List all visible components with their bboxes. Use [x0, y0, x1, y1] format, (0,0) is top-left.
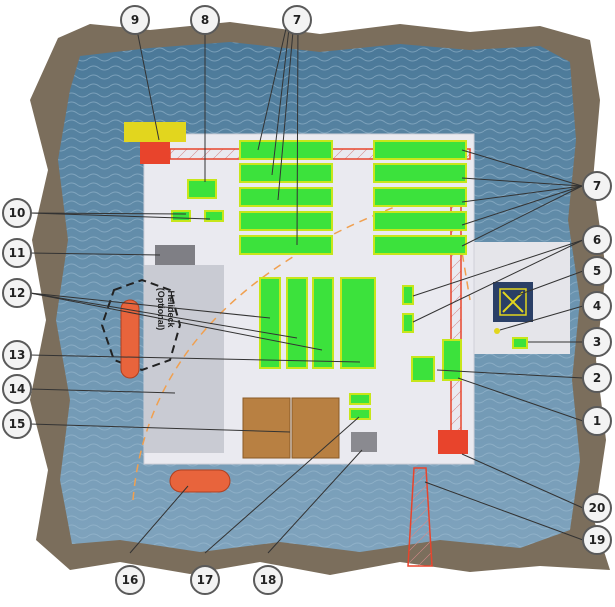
callout-9: 9	[120, 5, 150, 35]
callout-7-top: 7	[282, 5, 312, 35]
helipad	[493, 282, 533, 322]
callout-6: 6	[582, 225, 612, 255]
leader-lines	[29, 19, 584, 554]
gray-box-generator	[155, 245, 195, 265]
crane-right	[438, 199, 468, 454]
callout-11: 11	[2, 238, 32, 268]
communication-tower	[407, 467, 433, 567]
helideck-label-line1: Helideck	[166, 290, 176, 328]
callout-8: 8	[190, 5, 220, 35]
callout-18: 18	[253, 565, 283, 595]
callout-17: 17	[190, 565, 220, 595]
small-modules	[171, 179, 528, 420]
callout-15: 15	[2, 409, 32, 439]
modules-top-left	[239, 140, 333, 255]
callout-20: 20	[582, 493, 612, 523]
modules-center	[259, 277, 376, 369]
callout-7-right: 7	[582, 171, 612, 201]
storage-containers	[242, 397, 340, 459]
callout-5: 5	[582, 256, 612, 286]
callout-2: 2	[582, 363, 612, 393]
helideck-outline	[100, 278, 182, 372]
callout-16: 16	[115, 565, 145, 595]
lifeboat-left	[120, 299, 140, 379]
callout-3: 3	[582, 327, 612, 357]
lifeboat-bottom	[169, 469, 231, 493]
crane-radius-arc	[132, 204, 401, 501]
helideck-label-line2: (Optional)	[156, 287, 166, 331]
helideck-label: Helideck (Optional)	[156, 277, 176, 341]
modules-top-right	[373, 140, 467, 255]
callout-14: 14	[2, 374, 32, 404]
beacon-dot	[494, 328, 500, 334]
callout-10: 10	[2, 198, 32, 228]
callout-1: 1	[582, 406, 612, 436]
callout-4: 4	[582, 291, 612, 321]
callout-13: 13	[2, 340, 32, 370]
callout-12: 12	[2, 278, 32, 308]
callout-19: 19	[582, 525, 612, 555]
gray-box-unit	[351, 432, 377, 452]
